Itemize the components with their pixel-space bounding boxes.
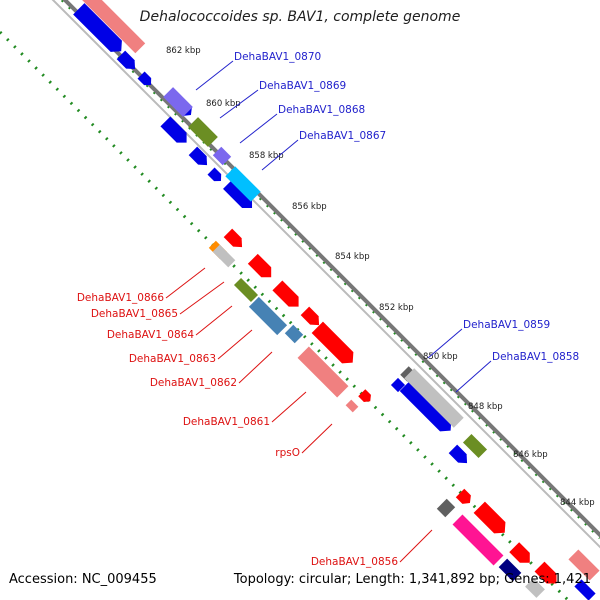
tick-label: 852 kbp [379,303,414,313]
gene-block [188,117,218,147]
leader-line [239,113,278,144]
gene-label: DehaBAV1_0863 [129,353,216,365]
reverse-genes [208,228,600,600]
gene-block [400,366,416,382]
gene-label: rpsO [275,447,300,459]
gene-block [233,277,259,303]
position-ticks: 862 kbp 860 kbp 858 kbp 856 kbp 854 kbp 852 k… [166,46,595,508]
gene-label: DehaBAV1_0858 [492,351,579,363]
gene-block [160,116,187,143]
gene-block [225,166,261,202]
tick-label: 846 kbp [513,450,548,460]
gene-label: DehaBAV1_0866 [77,292,165,304]
gene-block [212,146,232,166]
gene-block [509,542,530,563]
gene-label: DehaBAV1_0867 [299,130,386,142]
gene-block [223,228,243,248]
gene-block [212,244,236,268]
gene-block [163,87,193,117]
leader-line [301,423,333,454]
gene-block [137,71,152,86]
gene-block [73,3,122,52]
map-title: Dehalococcoides sp. BAV1, complete genom… [139,9,461,25]
gene-block [390,377,406,393]
leader-line [195,60,234,91]
gene-block [399,379,452,432]
tick-label: 858 kbp [249,151,284,161]
gene-label: DehaBAV1_0862 [150,377,237,389]
tick-label: 860 kbp [206,99,241,109]
gene-block [311,321,354,364]
gene-block [498,558,522,582]
gene-label: DehaBAV1_0859 [463,319,550,331]
leader-line [261,139,299,171]
gene-block [404,368,464,428]
leader-line [238,351,273,384]
gene-block [455,488,471,504]
gene-block [534,561,557,584]
gene-block [248,296,288,336]
gene-label: DehaBAV1_0868 [278,104,365,116]
gene-block [462,433,488,459]
leader-line [399,529,433,563]
gene-label: DehaBAV1_0864 [107,329,195,341]
gene-block [207,167,222,182]
gene-block [452,514,504,566]
gene-block [345,399,359,413]
gene-block [272,280,299,307]
leader-line [219,89,259,119]
gene-block [574,579,596,600]
gene-block [358,389,371,402]
leader-line [427,328,463,359]
gene-block [297,346,349,398]
tick-label: 862 kbp [166,46,201,56]
gene-label: DehaBAV1_0865 [91,308,178,320]
leader-line [271,391,307,423]
gene-block [223,179,253,209]
gene-block [116,50,136,70]
leader-line [179,281,225,315]
tick-label: 854 kbp [335,252,370,262]
leader-line [455,360,492,393]
gene-label: DehaBAV1_0869 [259,80,346,92]
gene-block [525,578,545,598]
leader-line [195,305,233,336]
gene-block [78,0,146,54]
gc-track-inner [0,30,570,600]
forward-genes [73,0,488,464]
gene-block [247,253,272,278]
tick-label: 850 kbp [423,352,458,362]
gene-block [473,501,506,534]
summary-text: Topology: circular; Length: 1,341,892 bp… [233,572,591,587]
leader-line [217,329,253,360]
gene-block [448,444,468,464]
accession-text: Accession: NC_009455 [9,572,157,587]
tick-label: 856 kbp [292,202,327,212]
tick-label: 848 kbp [468,402,503,412]
gene-block [188,146,208,166]
leader-line [165,267,206,299]
gene-block [284,324,304,344]
gene-block [300,306,320,326]
gene-label: DehaBAV1_0861 [183,416,270,428]
gc-track-outer [60,0,600,540]
gene-labels: DehaBAV1_0870DehaBAV1_0869DehaBAV1_0868D… [77,51,579,568]
gene-label: DehaBAV1_0870 [234,51,321,63]
gene-block [568,549,600,581]
tick-label: 844 kbp [560,498,595,508]
gene-block [436,498,456,518]
gene-label: DehaBAV1_0856 [311,556,399,568]
